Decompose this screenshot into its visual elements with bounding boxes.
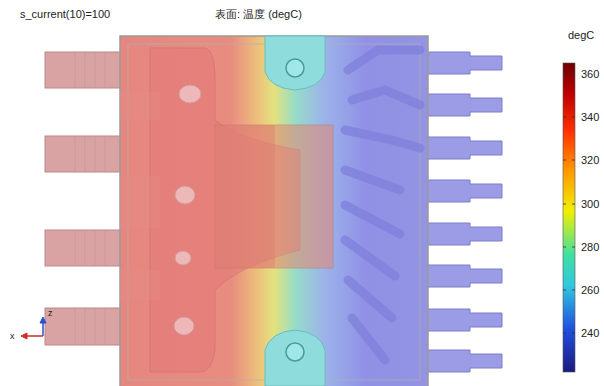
- pad-holes: [174, 85, 201, 335]
- inner-fingers: [345, 50, 420, 360]
- tick-value: 360: [581, 68, 599, 81]
- tick-value: 240: [581, 327, 599, 340]
- unit-label: degC: [568, 29, 594, 42]
- axis-triad: [21, 317, 46, 339]
- parameter-value: s_current(10)=100: [20, 8, 110, 21]
- axis-label: x: [10, 331, 15, 341]
- plot-title: 表面: 温度 (degC): [215, 8, 302, 21]
- tick-value: 280: [581, 241, 599, 254]
- die: [215, 125, 333, 268]
- tick-value: 300: [581, 198, 599, 211]
- color-bar-ticks: [563, 74, 575, 333]
- color-bar: [563, 63, 575, 372]
- axis-label: z: [48, 308, 53, 318]
- right-leads: [420, 52, 502, 372]
- tick-value: 340: [581, 111, 599, 124]
- tick-value: 260: [581, 284, 599, 297]
- tick-value: 320: [581, 154, 599, 167]
- package-body: [120, 36, 428, 386]
- mount-holes: [265, 36, 325, 386]
